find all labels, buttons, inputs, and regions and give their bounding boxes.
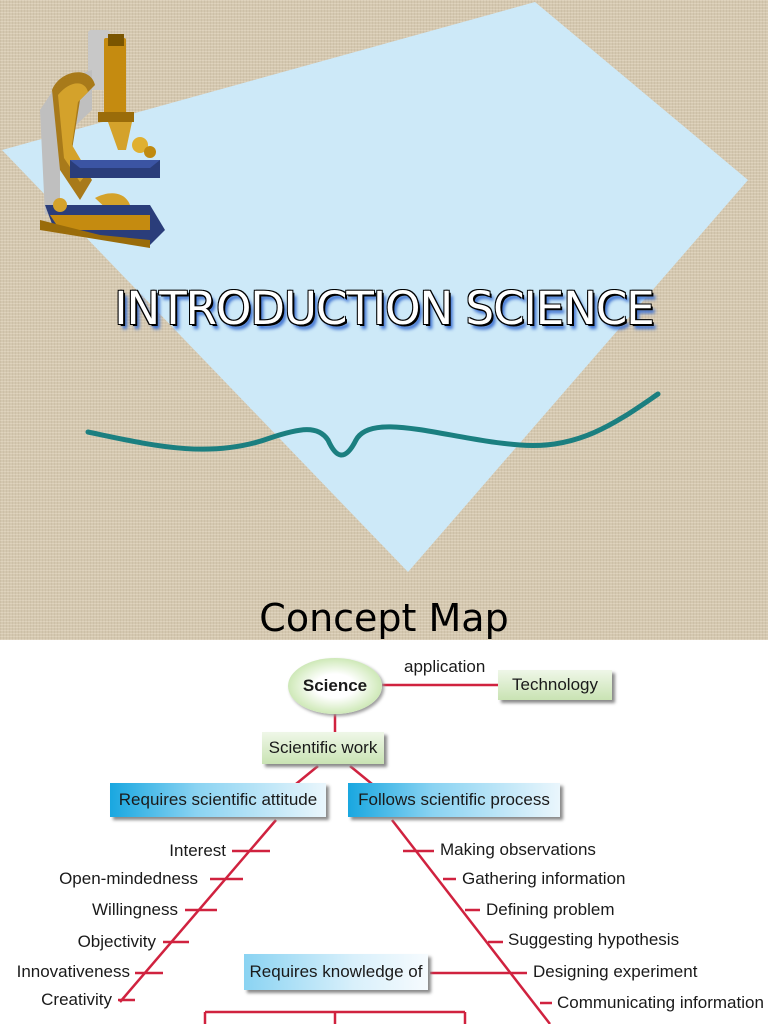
attitude-box: Requires scientific attitude — [110, 783, 326, 817]
attitude-item: Open-mindedness — [59, 869, 198, 888]
application-label: application — [404, 657, 486, 676]
attitude-item: Objectivity — [77, 932, 156, 951]
attitude-item: Willingness — [92, 900, 178, 919]
slide-title: INTRODUCTION SCIENCE — [114, 282, 654, 335]
attitude-item: Innovativeness — [16, 962, 130, 981]
process-item: Making observations — [440, 840, 596, 859]
process-item: Gathering information — [462, 869, 626, 888]
teal-wave-line — [85, 391, 661, 458]
process-item: Suggesting hypothesis — [508, 930, 680, 949]
title-slide: INTRODUCTION SCIENCE Concept Map — [0, 0, 768, 640]
process-item: Communicating information — [557, 993, 764, 1012]
title-slide-graphics — [2, 2, 748, 572]
technology-box: Technology — [498, 670, 612, 700]
microscope-icon — [40, 30, 165, 248]
process-item: Designing experiment — [533, 962, 698, 981]
attitude-item: Interest — [169, 841, 226, 860]
science-node: Science — [288, 658, 382, 714]
light-blue-diamond — [2, 2, 748, 572]
connector-lines — [118, 683, 552, 1024]
scientific-work-box: Scientific work — [262, 732, 384, 764]
concept-map-title: Concept Map — [259, 596, 509, 640]
process-box: Follows scientific process — [348, 783, 560, 817]
process-item: Defining problem — [486, 900, 615, 919]
concept-map: Science application Technology Scientifi… — [0, 640, 768, 1024]
attitude-item: Creativity — [41, 990, 112, 1009]
knowledge-box: Requires knowledge of — [244, 954, 428, 990]
